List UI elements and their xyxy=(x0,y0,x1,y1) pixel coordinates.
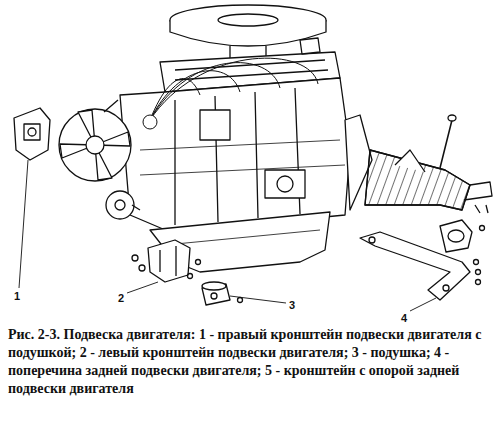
fan xyxy=(59,100,140,219)
callout-number: 1 xyxy=(14,290,20,302)
callout-number: 4 xyxy=(401,312,407,324)
right-mount-bracket xyxy=(14,108,50,160)
rear-mount-bracket xyxy=(440,205,488,285)
engine-block xyxy=(120,78,350,232)
figure-caption: Рис. 2-3. Подвеска двигателя: 1 - правый… xyxy=(8,326,492,398)
callout-number: 2 xyxy=(118,292,124,304)
air-cleaner xyxy=(170,5,326,60)
ignition-wires xyxy=(143,58,318,129)
callout-number: 3 xyxy=(289,299,295,311)
left-mount-bracket xyxy=(132,240,201,282)
leader-line xyxy=(230,296,286,303)
gearbox xyxy=(345,115,492,210)
leader-line xyxy=(19,160,28,288)
leader-line xyxy=(410,298,436,311)
leader-line xyxy=(127,282,158,293)
cushion xyxy=(188,274,243,306)
